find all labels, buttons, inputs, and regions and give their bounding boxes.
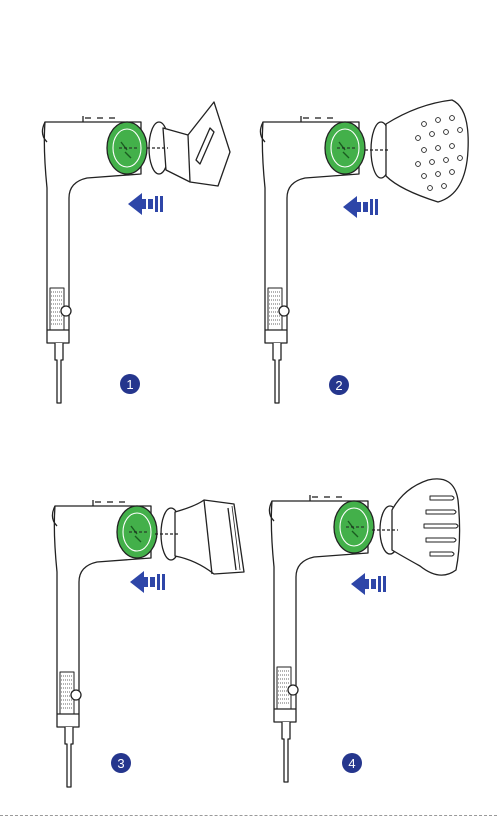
gentle-air-nozzle [365, 100, 468, 202]
step-badge-2: 2 [329, 375, 349, 395]
smoothing-nozzle [155, 500, 244, 574]
push-arrow-icon [351, 573, 386, 595]
hair-dryer-icon [52, 500, 157, 787]
push-arrow-icon [130, 571, 165, 593]
step-number-4: 4 [348, 756, 355, 771]
push-arrow-icon [128, 193, 163, 215]
diffuser [372, 479, 460, 575]
hair-dryer-icon [269, 495, 374, 782]
step-3-panel: 3 [52, 500, 244, 787]
step-number-2: 2 [335, 378, 342, 393]
step-2-panel: 2 [260, 100, 468, 403]
hair-dryer-icon [260, 116, 365, 403]
push-arrow-icon [343, 196, 378, 218]
step-4-panel: 4 [269, 479, 459, 782]
step-badge-3: 3 [111, 753, 131, 773]
step-number-1: 1 [126, 377, 133, 392]
hair-dryer-icon [42, 116, 147, 403]
concentrator-nozzle [147, 102, 230, 186]
step-badge-4: 4 [342, 753, 362, 773]
step-badge-1: 1 [120, 374, 140, 394]
step-number-3: 3 [117, 756, 124, 771]
page-footer-rule [0, 815, 497, 816]
step-1-panel: 1 [42, 102, 230, 403]
